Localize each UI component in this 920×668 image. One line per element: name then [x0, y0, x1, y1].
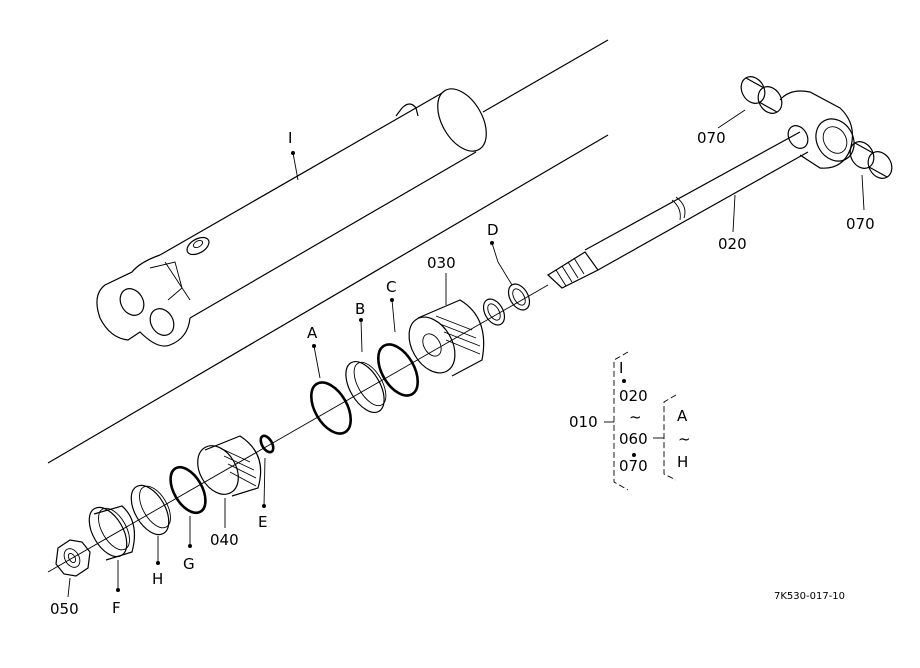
callout-nut: 050	[50, 600, 79, 618]
nut	[55, 539, 91, 577]
callout-bushing-right: 070	[846, 215, 875, 233]
drawing-id: 7K530-017-10	[774, 591, 845, 602]
assembly-part-0: I	[619, 359, 623, 377]
seal-a	[310, 381, 352, 435]
assembly-part-4: 070	[619, 457, 648, 475]
callout-seal-f: F	[112, 599, 121, 617]
callout-seal-e: E	[258, 513, 267, 531]
seal-g	[169, 465, 207, 515]
seal-f	[88, 505, 135, 561]
seal-c	[377, 343, 419, 397]
callout-bushing-left: 070	[697, 129, 726, 147]
assembly-group-label: 010	[569, 413, 598, 431]
assembly-part-2: ~	[629, 408, 642, 426]
kit-tilde: ~	[678, 430, 691, 448]
callout-seal-b: B	[355, 300, 365, 318]
kit-bottom: H	[677, 453, 688, 471]
assembly-part-1: 020	[619, 387, 648, 405]
callout-gland: 030	[427, 254, 456, 272]
assembly-part-3: 060	[619, 430, 648, 448]
seal-e	[259, 434, 275, 454]
callout-seal-a: A	[307, 324, 318, 342]
piston	[197, 435, 262, 497]
kit-top: A	[677, 407, 688, 425]
rod-bushing-right	[849, 141, 893, 179]
seal-b	[345, 361, 387, 413]
callout-seal-d: D	[487, 221, 499, 239]
callout-piston-rod: 020	[718, 235, 747, 253]
callout-cylinder-tube: I	[288, 129, 292, 147]
callout-seal-h: H	[152, 570, 163, 588]
gland	[408, 299, 485, 377]
seal-d	[482, 283, 531, 326]
assembly-group: 010 I 020 ~ 060 070 A ~ H	[569, 351, 691, 491]
callout-seal-g: G	[183, 555, 195, 573]
callout-piston: 040	[210, 531, 239, 549]
cylinder-tube	[47, 39, 609, 464]
seal-h	[130, 484, 171, 536]
rod-bushing-left	[740, 76, 783, 114]
piston-rod	[547, 90, 855, 289]
callout-seal-c: C	[386, 278, 396, 296]
